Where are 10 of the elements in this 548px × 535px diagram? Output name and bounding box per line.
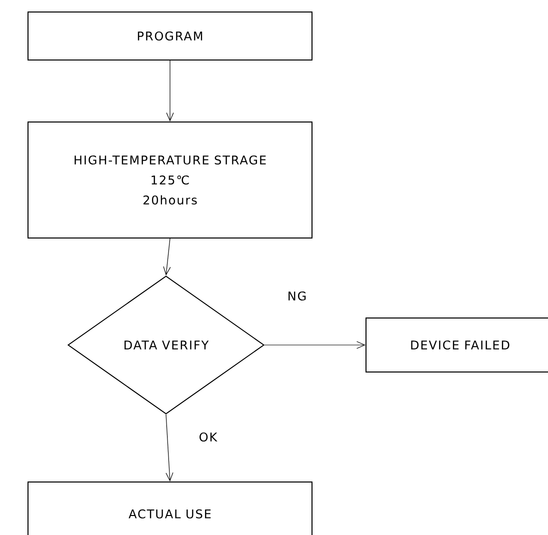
terminal-box: DEVICE FAILED bbox=[366, 318, 548, 372]
process-box: PROGRAM bbox=[28, 12, 312, 60]
arrow bbox=[264, 341, 366, 349]
arrow bbox=[163, 238, 171, 276]
process-box: HIGH-TEMPERATURE STRAGE 125℃ 20hours bbox=[28, 122, 312, 238]
arrow bbox=[166, 60, 174, 122]
terminal-box: ACTUAL USE bbox=[28, 482, 312, 535]
edge-label: OK bbox=[200, 432, 218, 442]
arrow bbox=[166, 414, 174, 482]
edge-label: NG bbox=[288, 291, 306, 301]
